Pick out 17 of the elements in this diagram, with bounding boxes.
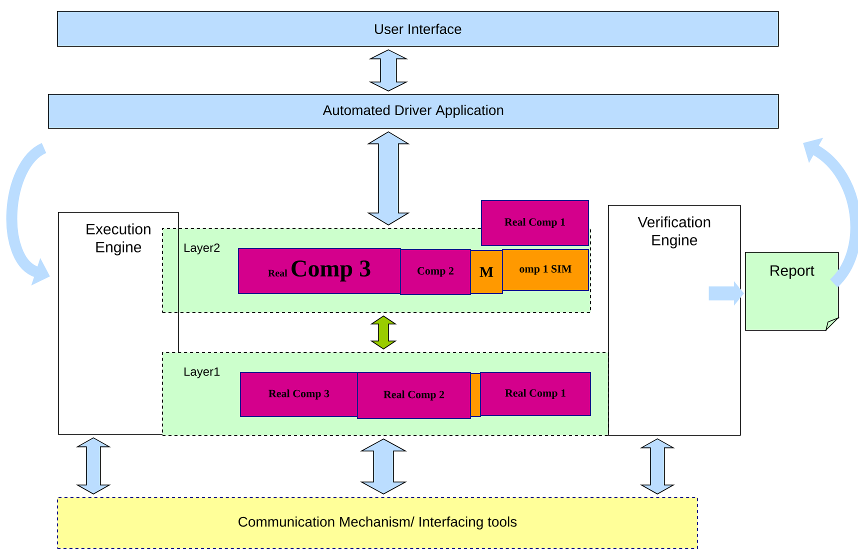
block-arrow <box>370 316 397 350</box>
component-box: Real Comp 1 <box>480 372 591 416</box>
block-arrow <box>640 438 675 494</box>
engine-box: Verification Engine <box>608 204 741 436</box>
component-box: Real Comp 1 <box>481 200 589 246</box>
block-arrow <box>360 438 408 494</box>
interface-bar: User Interface <box>57 11 779 47</box>
communication-bar: Communication Mechanism/ Interfacing tools <box>57 497 698 549</box>
component-box: Real Comp 3 <box>240 372 358 417</box>
component-box: Comp 2 <box>400 249 471 295</box>
component-box: Real Comp 2 <box>357 372 471 419</box>
simulator-box: M <box>470 250 503 294</box>
block-arrow <box>366 131 410 226</box>
simulator-box <box>470 373 481 417</box>
interface-bar: Automated Driver Application <box>48 94 779 129</box>
block-arrow <box>76 437 111 494</box>
block-arrow <box>368 49 408 92</box>
